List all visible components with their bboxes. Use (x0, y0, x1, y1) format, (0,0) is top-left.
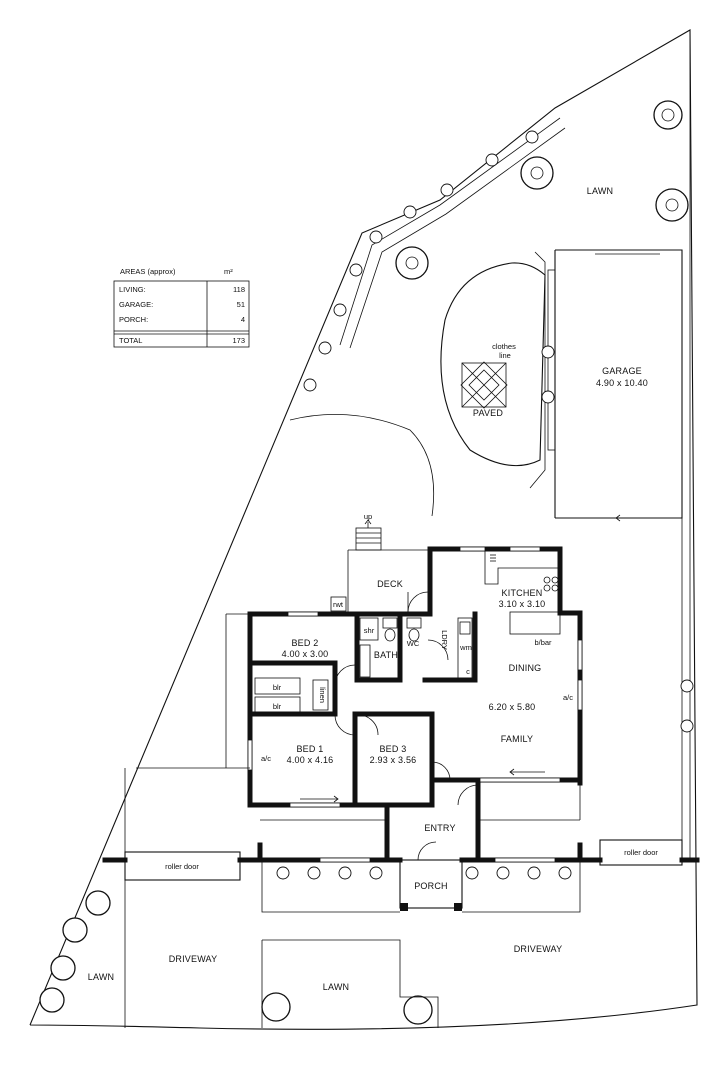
clothes-line-label: clothes line (492, 342, 518, 360)
tree-icon (520, 156, 554, 190)
tree-icon (395, 246, 429, 280)
tree-icon (62, 917, 88, 943)
property-boundary (29, 29, 698, 1030)
ac-bed1-label: a/c (261, 754, 271, 763)
area-row-label: GARAGE: (119, 300, 153, 309)
blr-label: blr (273, 683, 282, 692)
bed1-dims: 4.00 x 4.16 (287, 755, 334, 765)
garage-label: GARAGE (602, 366, 642, 376)
area-row-value: 118 (233, 285, 245, 294)
trees (39, 100, 689, 1025)
kitchen-label: KITCHEN (502, 588, 543, 598)
bed1-label: BED 1 (296, 744, 323, 754)
porch: PORCH (399, 859, 463, 911)
bed2-label: BED 2 (291, 638, 318, 648)
tree-icon (85, 890, 111, 916)
linen-label: linen (318, 687, 327, 703)
lawn-top-label: LAWN (587, 186, 613, 196)
family-dims: 6.20 x 5.80 (489, 702, 536, 712)
side-passages (124, 613, 581, 1028)
kitchen-fittings (484, 551, 561, 635)
windows (247, 546, 583, 863)
bed2-dims: 4.00 x 3.00 (282, 649, 329, 659)
entry-label: ENTRY (424, 823, 455, 833)
driveway-left-label: DRIVEWAY (169, 954, 218, 964)
tree-icon (403, 995, 433, 1025)
bed3-label: BED 3 (379, 744, 406, 754)
areas-table-unit: m² (224, 267, 233, 276)
area-row-label: LIVING: (119, 285, 146, 294)
garage-dims: 4.90 x 10.40 (596, 378, 648, 388)
deck-label: DECK (377, 579, 403, 589)
built-in-robes (254, 677, 329, 714)
paved-label: PAVED (473, 408, 503, 418)
driveway-right-label: DRIVEWAY (514, 944, 563, 954)
rwt-label: rwt (333, 600, 344, 609)
bath-label: BATH (374, 650, 398, 660)
area-total-label: TOTAL (119, 336, 142, 345)
roller-door-left: roller door (124, 851, 241, 881)
family-label: FAMILY (501, 734, 534, 744)
ldry-label: LDRY (440, 630, 449, 650)
garage: GARAGE 4.90 x 10.40 (547, 249, 683, 522)
porch-label: PORCH (414, 881, 448, 891)
garden-path (339, 117, 566, 349)
bbar-label: b/bar (534, 638, 552, 647)
wet-area-fixtures (359, 617, 473, 679)
wc-label: WC (407, 639, 420, 648)
paved-area: clothes line PAVED (289, 251, 546, 517)
tree-icon (50, 955, 76, 981)
cupboard-label: c (466, 667, 470, 676)
lawn-bottom-label: LAWN (323, 982, 349, 992)
ac-family-label: a/c (563, 693, 573, 702)
bed3-dims: 2.93 x 3.56 (370, 755, 417, 765)
blr-label: blr (273, 702, 282, 711)
tree-icon (653, 100, 683, 130)
roller-door-right: roller door (599, 839, 683, 866)
areas-table-title: AREAS (approx) (120, 267, 176, 276)
clothes-line-label-1: clothes (492, 342, 516, 351)
up-label: up (364, 512, 372, 521)
tree-icon (261, 992, 291, 1022)
house-walls (102, 546, 700, 863)
shrubs (276, 130, 694, 880)
roller-door-left-label: roller door (165, 862, 199, 871)
area-total-value: 173 (232, 336, 245, 345)
kitchen-dims: 3.10 x 3.10 (499, 599, 546, 609)
wm-label: wm (459, 643, 472, 652)
clothes-line-label-2: line (499, 351, 511, 360)
shr-label: shr (364, 626, 375, 635)
areas-table: AREAS (approx) m² LIVING: 118 GARAGE: 51… (113, 267, 250, 348)
lawn-left-label: LAWN (88, 972, 114, 982)
door-swings (334, 591, 479, 861)
clothes-line-icon (460, 361, 508, 409)
area-row-label: PORCH: (119, 315, 148, 324)
tree-icon (655, 188, 689, 222)
tree-icon (39, 987, 65, 1013)
front-lawn (261, 939, 439, 1028)
front-garden-beds (261, 862, 581, 913)
roller-door-right-label: roller door (624, 848, 658, 857)
area-row-value: 51 (237, 300, 245, 309)
area-row-value: 4 (241, 315, 245, 324)
dining-label: DINING (509, 663, 542, 673)
